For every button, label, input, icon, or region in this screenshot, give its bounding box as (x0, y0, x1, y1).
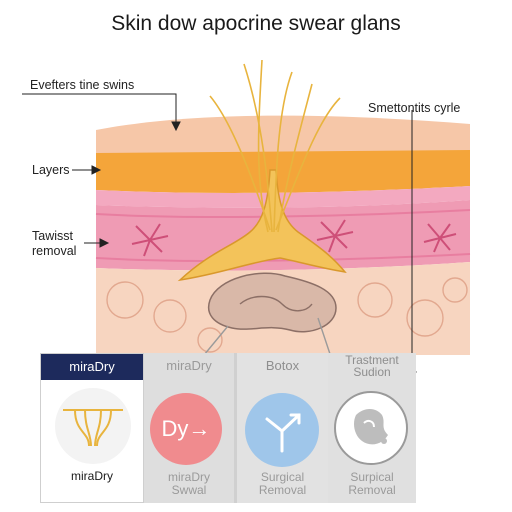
callout-right: Smettontits cyrle (368, 101, 461, 115)
card-footer: miraDry Swwal (144, 471, 234, 497)
card-tab-line1: Trastment (345, 353, 399, 367)
callout-removal: Tawisst removal (32, 229, 76, 259)
gland-duct (243, 63, 273, 233)
gland-duct (275, 97, 341, 231)
card-footer: Surgical Removal (237, 471, 328, 497)
dy-arrow-icon: Dy→ (150, 393, 222, 465)
fat-cell (153, 299, 187, 333)
callout-arrowhead (91, 165, 102, 175)
underarm-icon (334, 391, 408, 465)
branch-arrow-icon (245, 393, 319, 467)
vessel-cluster-icon (316, 219, 354, 253)
gland-duct (273, 71, 293, 233)
diagram-title: Skin dow apocrine swear glans (111, 12, 401, 35)
callout-arrowhead (99, 238, 110, 248)
gland-duct (257, 59, 269, 233)
card-footer-line2: Removal (258, 483, 307, 497)
card-footer-line1: Surpical (350, 470, 394, 484)
card-tab: Botox (265, 358, 300, 373)
card-footer: miraDry (71, 469, 113, 483)
fat-cell (357, 282, 393, 318)
vessel-cluster-icon (423, 223, 457, 253)
coiled-gland-detail (239, 295, 313, 312)
callout-layers: Layers (32, 163, 70, 177)
sweat-gland-body (177, 169, 347, 282)
treatment-card-miradry-swwal: miraDry Dy→ miraDry Swwal (144, 353, 234, 503)
fat-layer (96, 150, 470, 193)
treatment-comparison-panel: miraDry miraDry miraDry Dy→ (40, 353, 416, 503)
epidermis-layer (96, 115, 470, 158)
sweat-gland-icon (55, 388, 131, 464)
callout-removal-line1: Tawisst (32, 229, 73, 243)
card-tab-line2: Sudion (353, 365, 391, 379)
fat-cell (406, 299, 444, 337)
card-footer: Surpical Removal (328, 471, 416, 497)
card-footer-line1: Surgical (260, 470, 305, 484)
coiled-gland (208, 272, 337, 333)
callout-arrowhead (171, 121, 181, 132)
card-tab: miraDry (41, 354, 143, 380)
gland-duct (277, 83, 313, 233)
fat-cell (106, 281, 144, 319)
dermis-top-band (96, 186, 470, 208)
fat-cell (197, 327, 223, 353)
callout-removal-line2: removal (32, 244, 77, 258)
card-footer-line1: miraDry (168, 470, 210, 484)
vessel-cluster-icon (131, 223, 169, 257)
treatment-card-surgical: Trastment Sudion Surpical Removal (328, 353, 416, 503)
badge-text: Dy→ (161, 416, 211, 441)
callout-top-left: Evefters tine swins (30, 78, 135, 92)
card-footer-line2: Removal (348, 483, 396, 497)
card-tab: miraDry (166, 358, 212, 373)
fat-cell (442, 277, 468, 303)
treatment-card-miradry: miraDry miraDry (40, 353, 144, 503)
callout-line-top-left (22, 93, 177, 126)
dermis-stripe (95, 253, 471, 262)
treatment-card-botox: Botox Surgical Removal (234, 353, 328, 503)
card-footer-line2: Swwal (171, 483, 207, 497)
card-tab: Trastment Sudion (328, 353, 416, 379)
